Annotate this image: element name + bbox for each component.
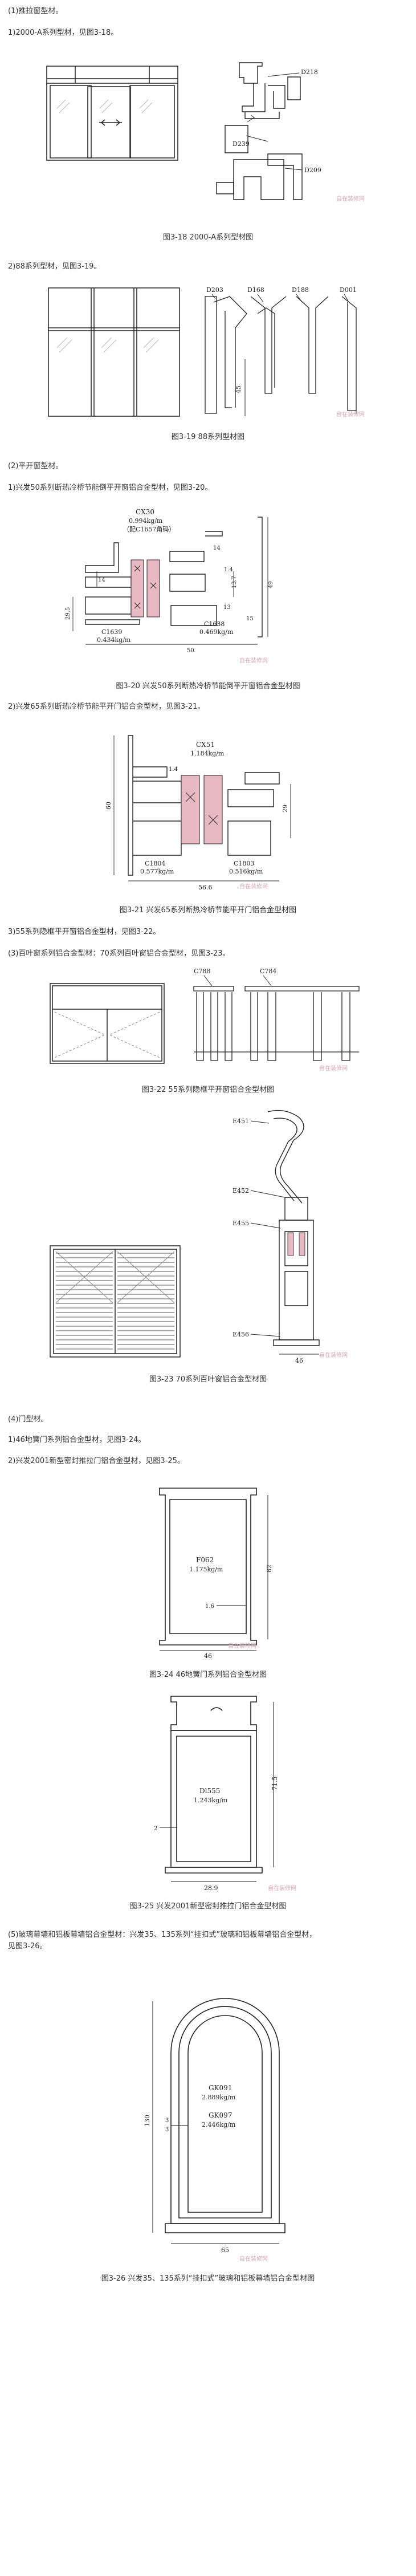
caption-3-20: 图3-20 兴发50系列断热冷桥节能倒平开窗铝合金型材图: [116, 682, 300, 690]
dim-49: 49: [268, 581, 274, 588]
label-f062-weight: 1.175kg/m: [189, 1566, 223, 1573]
label-c1804: C1804: [145, 860, 165, 867]
dim-29: 29: [282, 805, 289, 812]
dim-60: 60: [105, 802, 112, 810]
dim-29-5: 29.5: [65, 607, 71, 620]
dim-130: 130: [144, 2115, 151, 2127]
label-gk091: GK091: [209, 2084, 232, 2092]
label-d001: D001: [340, 286, 357, 294]
text-louver-70: (3)百叶窗系列铝合金型材：70系列百叶窗铝合金型材，见图3-23。: [8, 949, 230, 958]
text-casement-55: 3)55系列隐框平开窗铝合金型材，见图3-22。: [8, 928, 161, 936]
dim-65: 65: [221, 2246, 229, 2254]
section-title-casement: (2)平开窗型材。: [8, 462, 63, 470]
label-c1638-weight: 0.469kg/m: [199, 628, 234, 636]
dim-71-5: 71.5: [271, 1777, 279, 1791]
figure-3-22: C788 C784 自在装修网: [50, 968, 360, 1072]
label-c1804-weight: 0.577kg/m: [140, 868, 174, 875]
label-f062: F062: [196, 1556, 214, 1564]
dim-15: 15: [246, 616, 254, 622]
text-pull-88: 2)88系列型材，见图3-19。: [8, 262, 101, 271]
label-gk097-weight: 2.446kg/m: [202, 2121, 236, 2128]
label-e451: E451: [233, 1118, 249, 1125]
figure-3-25: Dl555 1.243kg/m 71.5 2 28.9 自在装修网: [154, 1696, 296, 1892]
label-cx30: CX30: [136, 508, 154, 516]
dim-45: 45: [235, 385, 242, 393]
dim-50: 50: [187, 648, 194, 654]
label-c1639: C1639: [101, 628, 122, 636]
dim-14a: 14: [98, 577, 105, 583]
figure-3-26: GK091 2.889kg/m GK097 2.446kg/m 130 3 3 …: [144, 1998, 286, 2262]
label-gk097: GK097: [209, 2111, 232, 2119]
text-pull-2000: 1)2000-A系列型材，见图3-18。: [8, 29, 119, 37]
label-c1803: C1803: [234, 860, 254, 867]
watermark: 自在装修网: [336, 411, 365, 418]
label-e455: E455: [233, 1220, 249, 1227]
label-e452: E452: [233, 1187, 249, 1194]
dim-2: 2: [154, 1826, 157, 1832]
figure-3-21: CX51 1.184kg/m 60 29 56.6 1.4 C1804 0.57…: [105, 735, 291, 891]
dim-28-9: 28.9: [204, 1884, 218, 1892]
label-d188: D188: [292, 286, 309, 294]
caption-3-26: 图3-26 兴发35、135系列“挂扣式”玻璃和铝板幕墙铝合金型材图: [101, 2274, 315, 2283]
figure-3-20: CX30 0.994kg/m （配C1657角码） 14 14 49 29.5 …: [65, 508, 274, 664]
section-title-door: (4)门型材。: [8, 1415, 48, 1424]
label-c1638: C1638: [204, 620, 225, 628]
dim-56-6: 56.6: [198, 884, 213, 891]
watermark: 自在装修网: [239, 657, 268, 664]
dim-13-7: 13.7: [231, 576, 238, 588]
dim-13: 13: [223, 604, 231, 611]
text-door-2001: 2)兴发2001新型密封推拉门铝合金型材，见图3-25。: [8, 1457, 185, 1465]
text-door-46: 1)46地簧门系列铝合金型材，见图3-24。: [8, 1436, 146, 1444]
label-d239: D239: [233, 140, 250, 148]
caption-3-23: 图3-23 70系列百叶窗铝合金型材图: [149, 1375, 267, 1384]
text-curtain-line1: (5)玻璃幕墙和铝板幕墙铝合金型材：兴发35、135系列“挂扣式”玻璃和铝板幕墙…: [8, 1931, 317, 1939]
label-d209: D209: [304, 166, 321, 174]
watermark: 自在装修网: [239, 883, 268, 890]
dim-1-4: 1.4: [169, 766, 178, 773]
label-cx51: CX51: [196, 741, 215, 749]
caption-3-18: 图3-18 2000-A系列型材图: [162, 233, 254, 242]
text-casement-65: 2)兴发65系列断热冷桥节能平开门铝合金型材，见图3-21。: [8, 702, 205, 711]
label-d218: D218: [301, 68, 318, 76]
dim-1-4: 1.4: [224, 567, 233, 573]
caption-3-22: 图3-22 55系列隐框平开窗铝合金型材图: [141, 1086, 275, 1094]
caption-3-25: 图3-25 兴发2001新型密封推拉门铝合金型材图: [129, 1902, 287, 1911]
watermark: 自在装修网: [228, 1642, 256, 1649]
label-d203: D203: [206, 286, 223, 294]
text-curtain-line2: 见图3-26。: [8, 1942, 47, 1951]
label-dl555: Dl555: [199, 1787, 220, 1795]
caption-3-24: 图3-24 46地簧门系列铝合金型材图: [149, 1671, 267, 1679]
label-gk091-weight: 2.889kg/m: [202, 2094, 236, 2101]
text-casement-50: 1)兴发50系列断热冷桥节能倒平开窗铝合金型材，见图3-20。: [8, 483, 213, 492]
caption-3-19: 图3-19 88系列型材图: [171, 433, 245, 441]
caption-3-21: 图3-21 兴发65系列断热冷桥节能平开门铝合金型材图: [119, 906, 297, 915]
figure-3-23: E451 E452 E455 E456 46 自在装修网: [50, 1110, 348, 1364]
section-title-pull: (1)推拉窗型材。: [8, 7, 63, 15]
figure-3-24: F062 1.175kg/m 82 1.6 46 自在装修网: [159, 1488, 273, 1659]
label-c788: C788: [194, 968, 210, 975]
label-cx30-weight: 0.994kg/m: [129, 517, 163, 525]
label-dl555-weight: 1.243kg/m: [194, 1797, 228, 1804]
dim-46: 46: [295, 1357, 303, 1364]
label-c1639-weight: 0.434kg/m: [97, 636, 131, 644]
label-c784: C784: [260, 968, 276, 975]
label-c1803-weight: 0.516kg/m: [229, 868, 263, 875]
dim-46: 46: [204, 1652, 212, 1659]
figure-3-19: D203 D168 D188 D001 45 自在装修网: [48, 286, 365, 418]
label-cx51-weight: 1.184kg/m: [190, 750, 225, 757]
dim-3a: 3: [165, 2118, 169, 2124]
watermark: 自在装修网: [319, 1064, 348, 1072]
watermark: 自在装修网: [319, 1351, 348, 1359]
figure-3-18: D218 D239 D209 自在装修网: [46, 62, 365, 202]
watermark: 自在装修网: [239, 2255, 268, 2262]
label-d168: D168: [247, 286, 264, 294]
dim-14b: 14: [213, 545, 221, 551]
watermark: 自在装修网: [336, 195, 365, 202]
label-cx30-note: （配C1657角码）: [123, 526, 175, 533]
dim-3b: 3: [165, 2127, 169, 2133]
dim-82: 82: [266, 1565, 273, 1573]
label-e456: E456: [233, 1331, 249, 1338]
watermark: 自在装修网: [268, 1884, 296, 1892]
dim-1-6: 1.6: [205, 1603, 214, 1610]
